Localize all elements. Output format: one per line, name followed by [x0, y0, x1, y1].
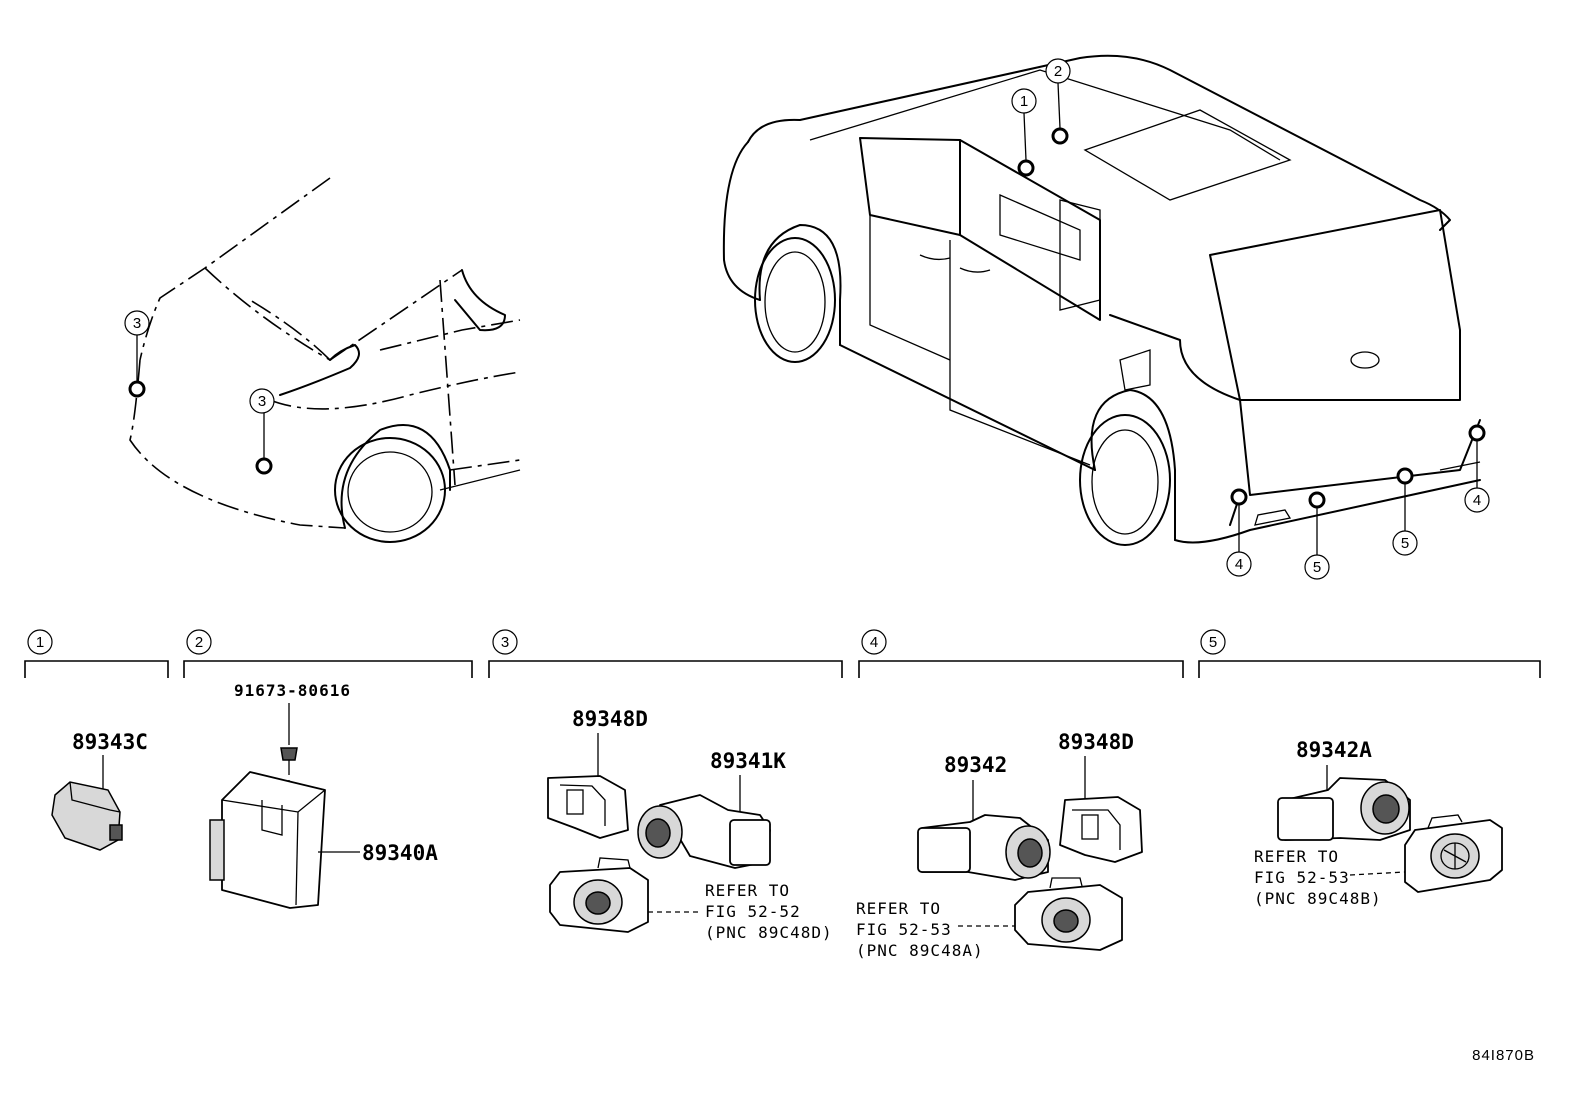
refer-note[interactable]: (PNC 89C48B)	[1254, 889, 1382, 908]
part-number[interactable]: 89342	[944, 753, 1007, 777]
group-callout: 3	[501, 634, 509, 651]
callout-1: 1	[1020, 93, 1028, 110]
refer-note[interactable]: (PNC 89C48A)	[856, 941, 984, 960]
sensor-location-marker	[1396, 467, 1414, 485]
control-module-89340A	[221, 771, 326, 909]
refer-note[interactable]: FIG 52-53	[856, 920, 952, 939]
sensor-retainer	[1059, 796, 1143, 863]
refer-note[interactable]: FIG 52-52	[705, 902, 801, 921]
callout-4: 4	[1235, 556, 1243, 573]
part-number[interactable]: 89341K	[710, 749, 786, 773]
part-number[interactable]: 91673-80616	[234, 681, 351, 700]
refer-note[interactable]: (PNC 89C48D)	[705, 923, 833, 942]
bolt	[280, 747, 298, 761]
group-1: 1 89343C	[24, 629, 169, 851]
group-callout: 5	[1209, 634, 1217, 651]
refer-note[interactable]: REFER TO	[705, 881, 790, 900]
part-number[interactable]: 89340A	[362, 841, 438, 865]
sensor-location-marker	[255, 457, 273, 475]
group-callout: 2	[195, 634, 203, 651]
sensor-retainer	[547, 775, 629, 839]
part-number[interactable]: 89348D	[572, 707, 648, 731]
sensor-location-marker	[1468, 424, 1486, 442]
figure-code: 84I870B	[1472, 1047, 1535, 1064]
sensor-location-marker	[1051, 127, 1069, 145]
group-4: 4 89342 89348D REFER TO FIG 52-53 (PNC 8…	[856, 629, 1184, 960]
group-5: 5 89342A REFER TO FIG 52-53 (PNC 89C48B)	[1198, 629, 1541, 908]
callout-5: 5	[1313, 559, 1321, 576]
group-callout: 4	[870, 634, 878, 651]
callout-2: 2	[1054, 63, 1062, 80]
callout-5: 5	[1401, 535, 1409, 552]
callout-4: 4	[1473, 492, 1481, 509]
group-2: 2 91673-80616 89340A	[183, 629, 473, 909]
sensor-location-marker	[1230, 488, 1248, 506]
refer-note[interactable]: REFER TO	[1254, 847, 1339, 866]
refer-note[interactable]: FIG 52-53	[1254, 868, 1350, 887]
refer-note[interactable]: REFER TO	[856, 899, 941, 918]
callout-3: 3	[133, 315, 141, 332]
group-callout: 1	[36, 634, 44, 651]
part-number[interactable]: 89342A	[1296, 738, 1372, 762]
rear-vehicle-view: 1 2 4 5 5 4	[722, 54, 1490, 580]
part-number[interactable]: 89348D	[1058, 730, 1134, 754]
sensor-location-marker	[128, 380, 146, 398]
callout-3: 3	[258, 393, 266, 410]
front-vehicle-view: 3 3	[124, 177, 521, 543]
sensor-location-marker	[1308, 491, 1326, 509]
sensor-location-marker	[1017, 159, 1035, 177]
part-number[interactable]: 89343C	[72, 730, 148, 754]
group-3: 3 89348D 89341K REFER TO FIG 52-52 (PNC …	[488, 629, 843, 942]
